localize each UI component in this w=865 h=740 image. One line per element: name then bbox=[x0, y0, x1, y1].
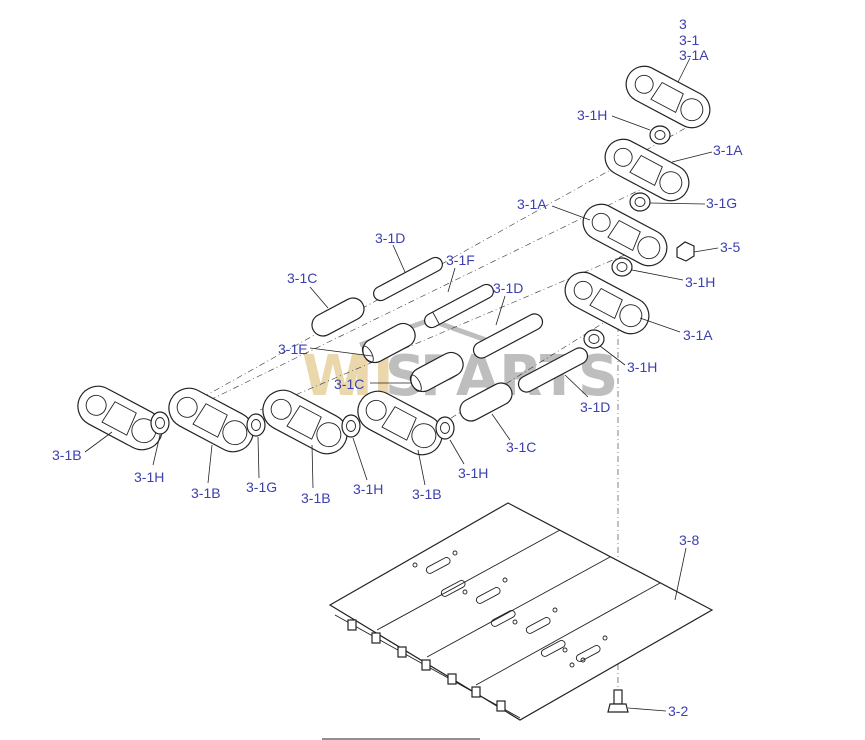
link-3-1a-second bbox=[604, 138, 690, 202]
label-3-1h-b4: 3-1H bbox=[458, 465, 488, 481]
watermark-w: W bbox=[302, 344, 364, 409]
bushing-3-1c-upper bbox=[311, 297, 365, 337]
seal-3-1h-right bbox=[611, 257, 633, 277]
shoe-bolt-holes bbox=[412, 550, 608, 668]
link-3-1b-4 bbox=[357, 390, 443, 456]
label-3-1f: 3-1F bbox=[446, 252, 475, 268]
label-3-5: 3-5 bbox=[720, 239, 740, 255]
label-3-1b-2: 3-1B bbox=[191, 485, 221, 501]
label-3-1: 3-1 bbox=[679, 32, 699, 48]
label-3-1c-mid: 3-1C bbox=[334, 376, 364, 392]
label-3-1h-b3: 3-1H bbox=[353, 481, 383, 497]
seal-3-1h-right-2 bbox=[583, 329, 605, 349]
label-3-1b-3: 3-1B bbox=[301, 490, 331, 506]
label-3-1a-top: 3-1A bbox=[679, 47, 709, 63]
label-3-1g-right: 3-1G bbox=[706, 195, 737, 211]
seal-3-1h-top bbox=[649, 125, 671, 145]
bushing-3-1e bbox=[361, 322, 416, 364]
label-3-1d-upper: 3-1D bbox=[375, 230, 405, 246]
pin-3-1d-upper bbox=[373, 256, 443, 302]
label-3-2: 3-2 bbox=[668, 703, 688, 719]
label-3-8: 3-8 bbox=[679, 532, 699, 548]
label-3-1c-lower: 3-1C bbox=[506, 439, 536, 455]
seal-3-1h-b1 bbox=[150, 411, 170, 435]
link-3-1a-top bbox=[625, 65, 711, 129]
bolt-3-2 bbox=[607, 689, 629, 713]
link-3-1b-2 bbox=[168, 387, 254, 453]
label-3-1h-right-2: 3-1H bbox=[627, 359, 657, 375]
seal-3-1h-b4 bbox=[435, 416, 455, 440]
pin-3-1f bbox=[424, 283, 494, 329]
label-3-1e: 3-1E bbox=[278, 341, 308, 357]
grouser-teeth bbox=[347, 619, 506, 712]
link-3-1a-fourth bbox=[564, 271, 650, 335]
callouts: 3 3-1 3-1A 3-1H 3-1A 3-1G 3-1A 3-5 3-1H … bbox=[52, 16, 743, 719]
bushing-3-1c-lower bbox=[459, 382, 513, 422]
pin-3-1d-mid bbox=[472, 313, 544, 359]
label-3-1b-1: 3-1B bbox=[52, 447, 82, 463]
label-3-1b-4: 3-1B bbox=[412, 486, 442, 502]
label-3-1g-low: 3-1G bbox=[246, 479, 277, 495]
label-3-1c-upper: 3-1C bbox=[287, 270, 317, 286]
nut-3-5 bbox=[676, 241, 695, 262]
label-3-1d-mid: 3-1D bbox=[493, 280, 523, 296]
shoe-slots bbox=[425, 557, 601, 662]
seal-3-1g-low bbox=[246, 413, 266, 437]
bushing-3-1c-mid bbox=[409, 351, 464, 393]
leader-lines bbox=[84, 57, 719, 712]
label-3-1a-right-1: 3-1A bbox=[713, 142, 743, 158]
label-3-1h-top: 3-1H bbox=[577, 107, 607, 123]
label-3-1a-mid: 3-1A bbox=[517, 196, 547, 212]
track-shoe-3-8 bbox=[328, 502, 714, 721]
label-3: 3 bbox=[679, 16, 687, 32]
link-3-1a-third bbox=[582, 203, 668, 267]
pin-3-1d-lower bbox=[517, 347, 589, 393]
label-3-1h-b1: 3-1H bbox=[134, 469, 164, 485]
link-3-1b-3 bbox=[262, 389, 348, 455]
seal-3-1h-b3 bbox=[341, 414, 361, 438]
label-3-1a-right-2: 3-1A bbox=[683, 327, 713, 343]
label-3-1d-lower: 3-1D bbox=[580, 399, 610, 415]
link-3-1b-1 bbox=[77, 385, 163, 451]
label-3-1h-right: 3-1H bbox=[685, 274, 715, 290]
seal-3-1g-right bbox=[629, 192, 651, 212]
